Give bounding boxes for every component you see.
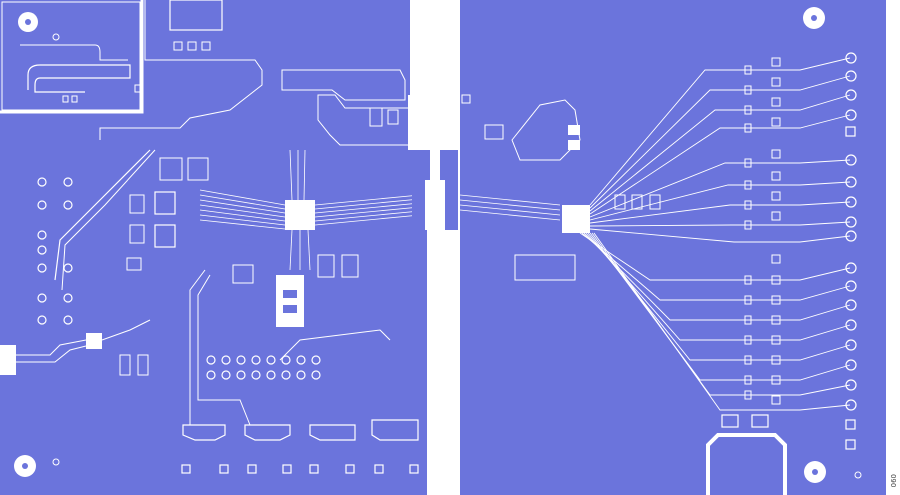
center-connector — [410, 0, 460, 495]
figure-number: 060 — [890, 473, 898, 487]
right-board-half — [459, 0, 900, 495]
left-board-half — [0, 0, 427, 495]
